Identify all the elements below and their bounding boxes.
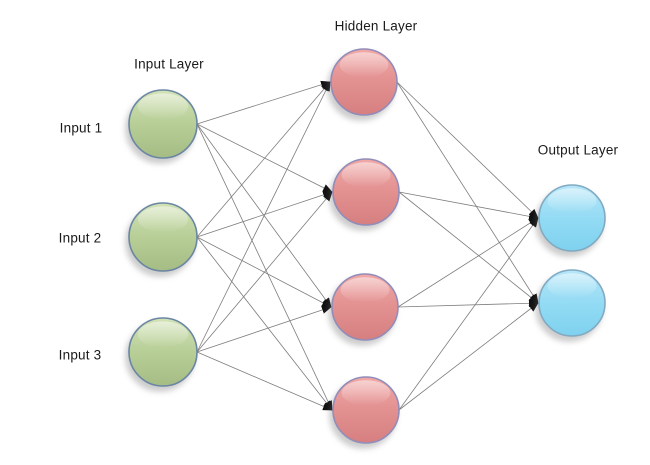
node-o2 [538,269,606,337]
node-h2-shine [341,162,391,188]
edge-h4-o2 [398,302,539,411]
node-o1-shine [547,188,597,214]
edge-h4-o1 [398,217,539,411]
edge-h2-o2 [398,191,539,304]
edge-h3-o2 [397,299,539,308]
hidden-layer-label: Hidden Layer [334,18,418,34]
edge-h1-o1 [396,81,539,219]
node-i1-shine [137,93,189,120]
edge-i3-h2 [196,191,333,353]
node-o2-shine [547,273,597,299]
node-h4 [332,376,400,444]
edge-i2-h4 [196,236,333,411]
edge-i2-h1 [196,81,331,238]
node-h2 [332,158,400,226]
edge-h1-o2 [396,81,539,304]
edge-i1-h4 [196,123,333,411]
node-i2 [128,202,198,272]
node-h3-shine [340,277,390,303]
edge-i3-h3 [196,306,332,353]
input-1-label: Input 1 [59,120,103,136]
node-h1 [330,48,398,116]
node-h3 [331,273,399,341]
edge-h3-o1 [397,217,539,308]
node-h1-shine [339,52,389,78]
node-i3 [128,317,198,387]
output-layer-label: Output Layer [537,142,619,158]
node-h4-shine [341,380,391,406]
input-2-label: Input 2 [58,230,102,246]
edge-i1-h1 [196,80,331,125]
node-o1 [538,184,606,252]
edge-i3-h1 [196,81,331,353]
input-3-label: Input 3 [58,347,102,363]
edge-i3-h4 [196,351,333,411]
node-i1 [128,89,198,159]
edge-h2-o1 [398,191,539,221]
node-i2-shine [137,206,189,233]
node-i3-shine [137,321,189,348]
input-layer-label: Input Layer [134,56,204,72]
